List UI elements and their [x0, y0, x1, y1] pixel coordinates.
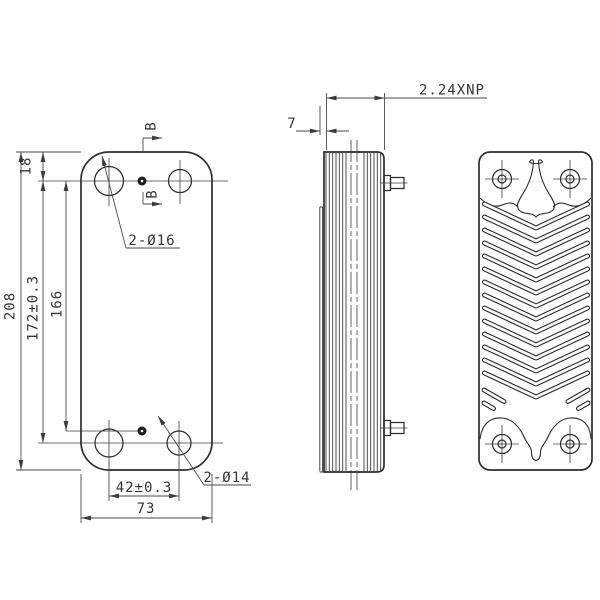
- chevron-band: [483, 319, 589, 347]
- side-view: 7 2.24XNP: [287, 83, 487, 490]
- chevron-band: [483, 241, 589, 269]
- section-label-bottom: B: [145, 189, 161, 198]
- dim-text-port-spacing-v: 172±0.3: [26, 275, 42, 341]
- dim-text-top-offset: 18: [19, 157, 35, 176]
- dim-text-total-height: 208: [3, 292, 19, 320]
- chevron-band: [483, 215, 589, 243]
- chevron-band: [483, 345, 589, 373]
- label-bottom-ports: 2-Ø14: [203, 470, 250, 486]
- dim-text-plate-stack: 2.24XNP: [419, 83, 485, 99]
- dimension-172: 172±0.3: [24, 181, 46, 443]
- section-label-top: B: [144, 121, 160, 130]
- front-view: B B 208 18 172±0.3: [3, 121, 251, 523]
- chevron-band: [483, 254, 589, 282]
- dim-text-end-plate: 7: [287, 116, 296, 132]
- chevron-band: [566, 388, 590, 403]
- chevron-band: [482, 388, 506, 403]
- dimension-166: 166: [48, 181, 69, 431]
- dimension-end-plate: 7: [287, 106, 349, 135]
- dim-text-vent-spacing: 166: [50, 290, 66, 318]
- label-top-ports: 2-Ø16: [128, 233, 175, 249]
- distribution-vase: [516, 159, 556, 218]
- plate-stack-lines: [325, 153, 382, 471]
- port-hole-top-right: [167, 168, 193, 194]
- stack-outline: [323, 151, 385, 473]
- nozzle-bottom: [380, 419, 408, 437]
- chevron-band: [577, 401, 590, 410]
- vent-dot-bottom: [137, 426, 147, 436]
- chevron-band: [482, 401, 495, 410]
- chevron-field: [481, 201, 591, 411]
- bottom-boundary: [479, 417, 592, 462]
- vent-dot-top: [137, 176, 147, 186]
- leader-bottom-ports: 2-Ø14: [157, 415, 251, 486]
- first-plate-edge: [319, 206, 324, 473]
- chevron-band: [483, 267, 589, 295]
- plate-ports: [485, 160, 587, 463]
- nozzle-top: [380, 174, 408, 192]
- dimension-73: 73: [80, 474, 213, 523]
- chevron-band: [483, 293, 589, 321]
- chevron-band: [483, 280, 589, 308]
- dimension-stack-width: 2.24XNP: [326, 83, 487, 150]
- port-hole-bottom-left: [94, 428, 124, 458]
- dimension-208: 208: [3, 151, 81, 471]
- chevron-band: [483, 228, 589, 256]
- port-hole-top-left: [93, 165, 125, 197]
- dim-text-port-spacing-h: 42±0.3: [116, 480, 173, 496]
- dim-text-total-width: 73: [137, 501, 156, 517]
- section-marker-bb: B B: [142, 121, 162, 207]
- dimension-42: 42±0.3: [108, 462, 180, 501]
- plate-view: [478, 151, 593, 471]
- chevron-band: [483, 371, 589, 399]
- chevron-band: [483, 202, 589, 230]
- chevron-band: [483, 358, 589, 386]
- chevron-band: [483, 332, 589, 360]
- leader-top-ports: 2-Ø16: [101, 155, 180, 249]
- chevron-band: [483, 306, 589, 334]
- dimension-18: 18: [19, 152, 46, 181]
- front-plate-outline: [80, 151, 213, 471]
- port-hole-bottom-right: [166, 430, 192, 456]
- plate-outline: [478, 151, 593, 471]
